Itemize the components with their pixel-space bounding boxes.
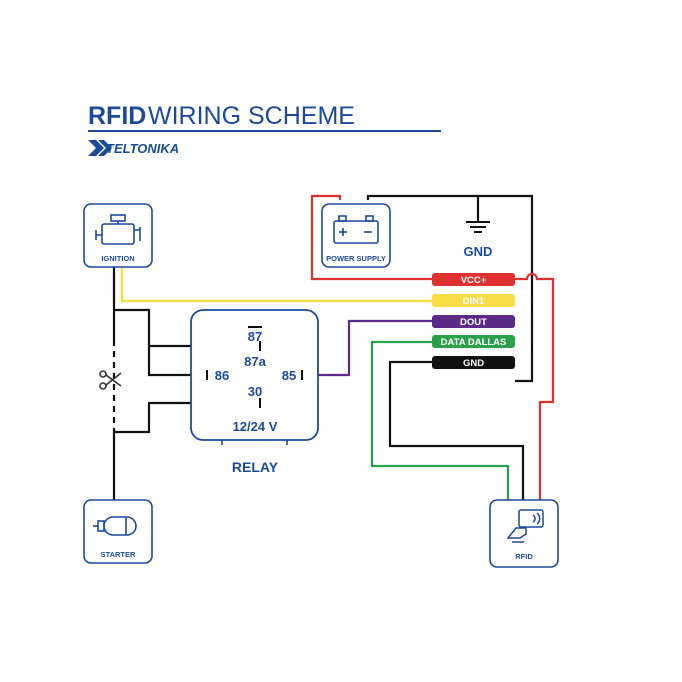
pin-30-label: 30 (248, 384, 262, 399)
wire-to-86 (147, 346, 207, 377)
battery-icon (333, 215, 379, 244)
ground-icon (466, 221, 490, 233)
rfid-box: RFID (489, 499, 559, 568)
pin-85-label: 85 (282, 368, 296, 383)
tag-din1-label: DIN1 (463, 296, 485, 307)
pin-87-label: 87 (248, 329, 262, 344)
wire-tags: VCC+ DIN1 DOUT DATA DALLAS GND (432, 273, 515, 369)
relay-label: RELAY (232, 459, 279, 475)
title-bold: RFID (88, 102, 146, 130)
title-underline (88, 130, 441, 132)
rfid-card-icon (506, 509, 544, 543)
pin-86-label: 86 (215, 368, 229, 383)
tag-gnd-label: GND (463, 358, 484, 369)
wire-gnd-bus (366, 194, 534, 383)
wire-vcc-supply (310, 194, 432, 281)
wire-gnd-rfid (388, 360, 525, 500)
wires (112, 194, 555, 500)
wire-din1 (120, 267, 432, 303)
starter-label: STARTER (101, 550, 136, 559)
gnd-label: GND (464, 244, 493, 259)
power-supply-label: POWER SUPPLY (326, 254, 386, 263)
title-rest: WIRING SCHEME (148, 102, 355, 130)
power-supply-box: POWER SUPPLY (321, 203, 391, 268)
rfid-label: RFID (515, 552, 533, 561)
engine-icon (95, 214, 141, 245)
relay-box: 87 87a 86 85 30 12/24 V (190, 309, 319, 445)
ignition-label: IGNITION (101, 254, 134, 263)
starter-box: STARTER (83, 499, 153, 564)
scissors-icon (99, 370, 122, 390)
teltonika-logo-icon: TELTONIKA (88, 140, 179, 156)
wire-dout (302, 319, 432, 377)
starter-icon (93, 516, 137, 536)
tag-vcc-label: VCC+ (461, 275, 487, 286)
tag-vcc: VCC+ (432, 273, 515, 286)
pin-87a-label: 87a (244, 354, 266, 369)
brand-name: TELTONIKA (106, 141, 179, 156)
tag-data-dallas: DATA DALLAS (432, 335, 515, 348)
relay-voltage-label: 12/24 V (233, 419, 278, 434)
tag-dout-label: DOUT (460, 317, 487, 328)
ignition-box: IGNITION (83, 203, 153, 268)
wire-vcc-rfid (515, 272, 555, 500)
tag-din1: DIN1 (432, 294, 515, 307)
tag-gnd: GND (432, 356, 515, 369)
wire-data-dallas (370, 340, 510, 500)
tag-data-dallas-label: DATA DALLAS (441, 337, 507, 348)
tag-dout: DOUT (432, 315, 515, 328)
